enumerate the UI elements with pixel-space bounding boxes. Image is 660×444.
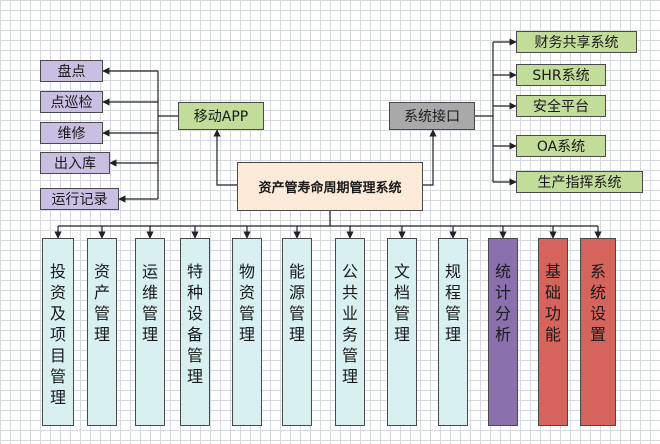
module-label: 运维管理	[141, 262, 158, 344]
module-label: 能源管理	[288, 262, 305, 344]
module-operation-maintenance: 运维管理	[135, 238, 165, 426]
module-label: 统计分析	[494, 262, 511, 344]
arrow-to-system-interface	[423, 129, 437, 186]
feature-stock-in-out: 出入库	[40, 152, 110, 174]
feature-inspection: 点巡检	[40, 91, 103, 113]
interface-finance: 财务共享系统	[516, 31, 637, 53]
module-label: 系统设置	[589, 262, 606, 344]
system-interface-box: 系统接口	[389, 102, 475, 130]
module-public-business: 公共业务管理	[335, 238, 365, 426]
interface-production-command: 生产指挥系统	[516, 171, 643, 193]
module-statistics: 统计分析	[488, 238, 518, 426]
module-basic-functions: 基础功能	[538, 238, 568, 426]
mobile-app-label: 移动APP	[193, 109, 249, 125]
central-system-title: 资产管寿命周期管理系统	[258, 181, 402, 196]
interface-label: SHR系统	[532, 68, 590, 84]
interface-oa: OA系统	[516, 135, 606, 157]
module-special-equipment: 特种设备管理	[180, 238, 210, 426]
module-system-settings: 系统设置	[580, 238, 616, 426]
module-label: 投资及项目管理	[49, 262, 66, 407]
module-label: 特种设备管理	[186, 262, 203, 386]
interface-safety-platform: 安全平台	[516, 95, 606, 117]
module-label: 资产管理	[93, 262, 110, 344]
module-label: 物资管理	[238, 262, 255, 344]
module-asset: 资产管理	[87, 238, 117, 426]
interface-shr: SHR系统	[516, 64, 606, 86]
feature-operation-log: 运行记录	[40, 188, 119, 210]
feature-label: 维修	[57, 126, 86, 142]
module-documents: 文档管理	[387, 238, 417, 426]
system-interface-label: 系统接口	[404, 109, 460, 125]
module-label: 文档管理	[393, 262, 410, 344]
module-label: 基础功能	[544, 262, 561, 344]
module-energy: 能源管理	[282, 238, 312, 426]
interface-label: 财务共享系统	[534, 35, 619, 51]
feature-label: 盘点	[57, 64, 86, 80]
mobile-app-box: 移动APP	[178, 102, 264, 130]
feature-label: 出入库	[54, 156, 96, 172]
interface-label: 安全平台	[533, 99, 589, 115]
feature-label: 点巡检	[50, 95, 93, 111]
interface-label: 生产指挥系统	[537, 175, 622, 191]
arrow-to-mobile-app	[213, 129, 237, 186]
central-system-box: 资产管寿命周期管理系统	[237, 162, 423, 211]
feature-label: 运行记录	[51, 192, 108, 208]
module-investment-project: 投资及项目管理	[42, 238, 74, 426]
feature-inventory: 盘点	[40, 60, 103, 82]
module-label: 规程管理	[444, 262, 461, 344]
interface-label: OA系统	[536, 139, 586, 155]
feature-maintenance: 维修	[40, 122, 103, 144]
module-regulations: 规程管理	[438, 238, 468, 426]
module-materials: 物资管理	[232, 238, 262, 426]
module-label: 公共业务管理	[341, 262, 358, 386]
